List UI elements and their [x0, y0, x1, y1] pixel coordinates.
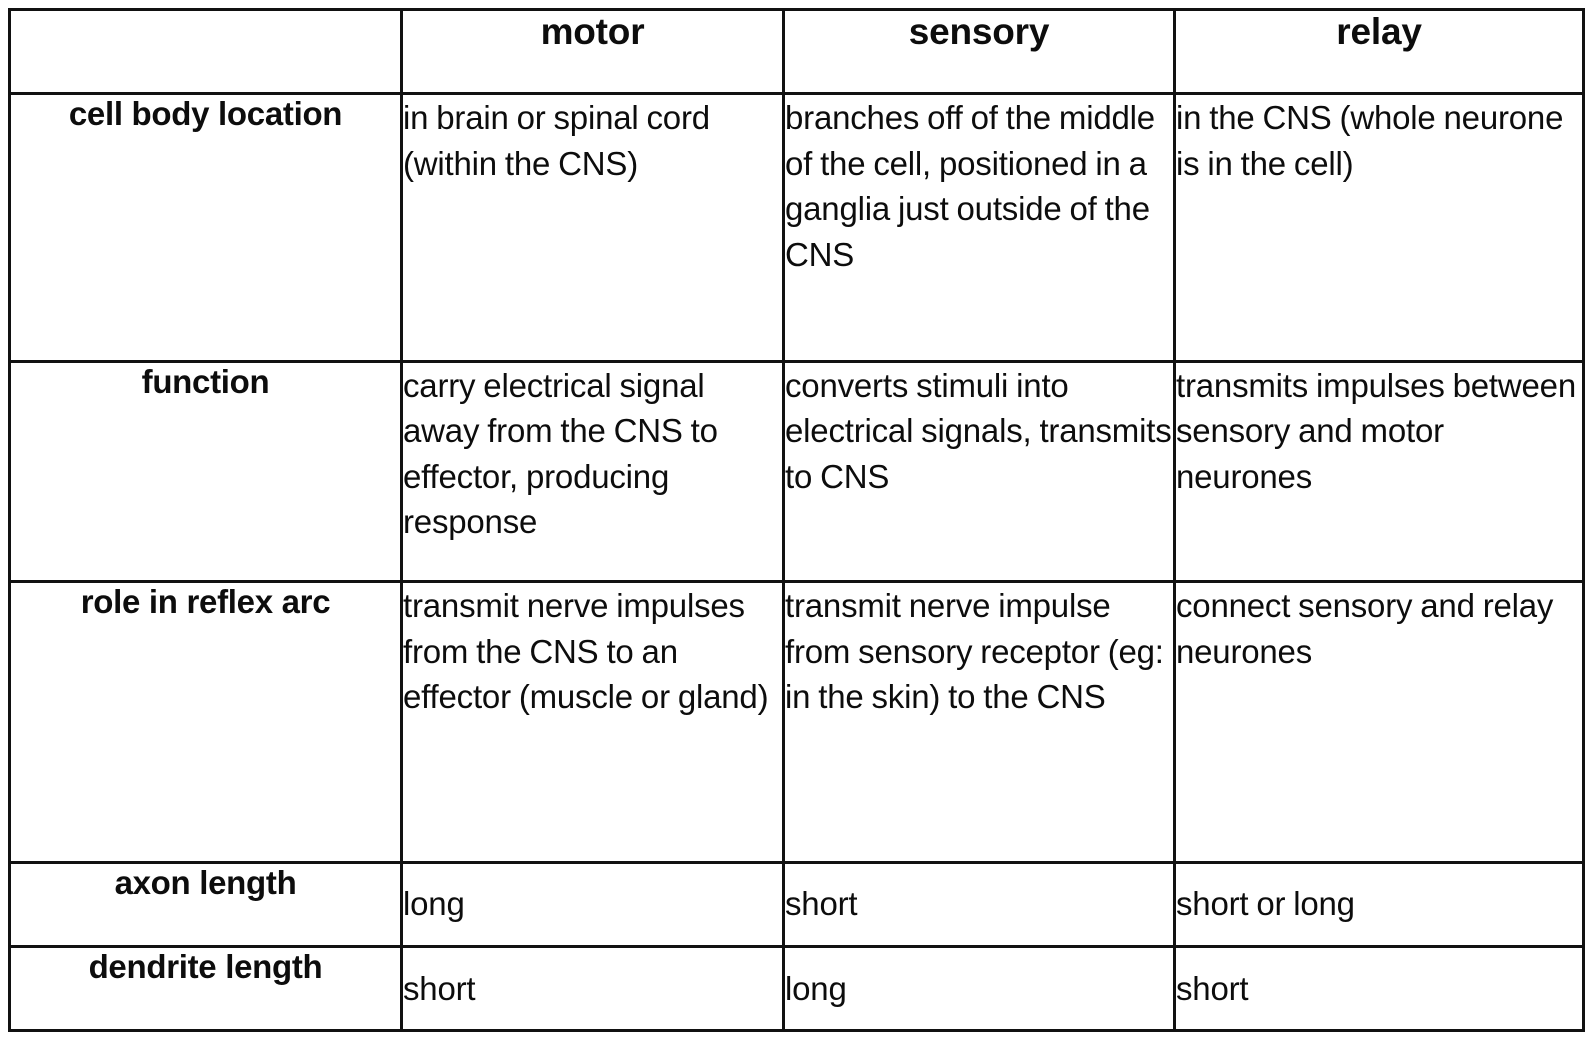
cell-role-in-reflex-arc-relay: connect sensory and relay neurones	[1173, 580, 1585, 864]
row-label-axon-length: axon length	[8, 860, 403, 948]
cell-dendrite-length-sensory: long	[782, 944, 1176, 1033]
cell-function-motor: carry electrical signal away from the CN…	[400, 359, 785, 584]
cell-dendrite-length-motor: short	[400, 944, 785, 1033]
cell-axon-length-sensory: short	[782, 860, 1176, 948]
table-row: cell body location in brain or spinal co…	[8, 92, 1585, 363]
cell-cell-body-location-relay: in the CNS (whole neurone is in the cell…	[1173, 92, 1585, 363]
table-row: function carry electrical signal away fr…	[8, 359, 1585, 584]
cell-function-sensory: converts stimuli into electrical signals…	[782, 359, 1176, 584]
cell-cell-body-location-sensory: branches off of the middle of the cell, …	[782, 92, 1176, 363]
cell-axon-length-relay: short or long	[1173, 860, 1585, 948]
table-corner-cell	[8, 8, 403, 95]
row-label-role-in-reflex-arc: role in reflex arc	[8, 580, 403, 864]
cell-function-relay: transmits impulses between sensory and m…	[1173, 359, 1585, 584]
column-header-sensory: sensory	[782, 8, 1176, 95]
column-header-relay: relay	[1173, 8, 1585, 95]
cell-role-in-reflex-arc-motor: transmit nerve impulses from the CNS to …	[400, 580, 785, 864]
row-label-dendrite-length: dendrite length	[8, 944, 403, 1033]
table-row: role in reflex arc transmit nerve impuls…	[8, 580, 1585, 864]
table-header-row: motor sensory relay	[8, 8, 1585, 95]
table-row: axon length long short short or long	[8, 860, 1585, 948]
row-label-function: function	[8, 359, 403, 584]
row-label-cell-body-location: cell body location	[8, 92, 403, 363]
table-sheet: motor sensory relay cell body location i…	[8, 8, 1585, 1033]
column-header-motor: motor	[400, 8, 785, 95]
cell-cell-body-location-motor: in brain or spinal cord (within the CNS)	[400, 92, 785, 363]
cell-role-in-reflex-arc-sensory: transmit nerve impulse from sensory rece…	[782, 580, 1176, 864]
cell-axon-length-motor: long	[400, 860, 785, 948]
table-row: dendrite length short long short	[8, 944, 1585, 1033]
neurone-comparison-table: motor sensory relay cell body location i…	[8, 8, 1585, 1033]
cell-dendrite-length-relay: short	[1173, 944, 1585, 1033]
